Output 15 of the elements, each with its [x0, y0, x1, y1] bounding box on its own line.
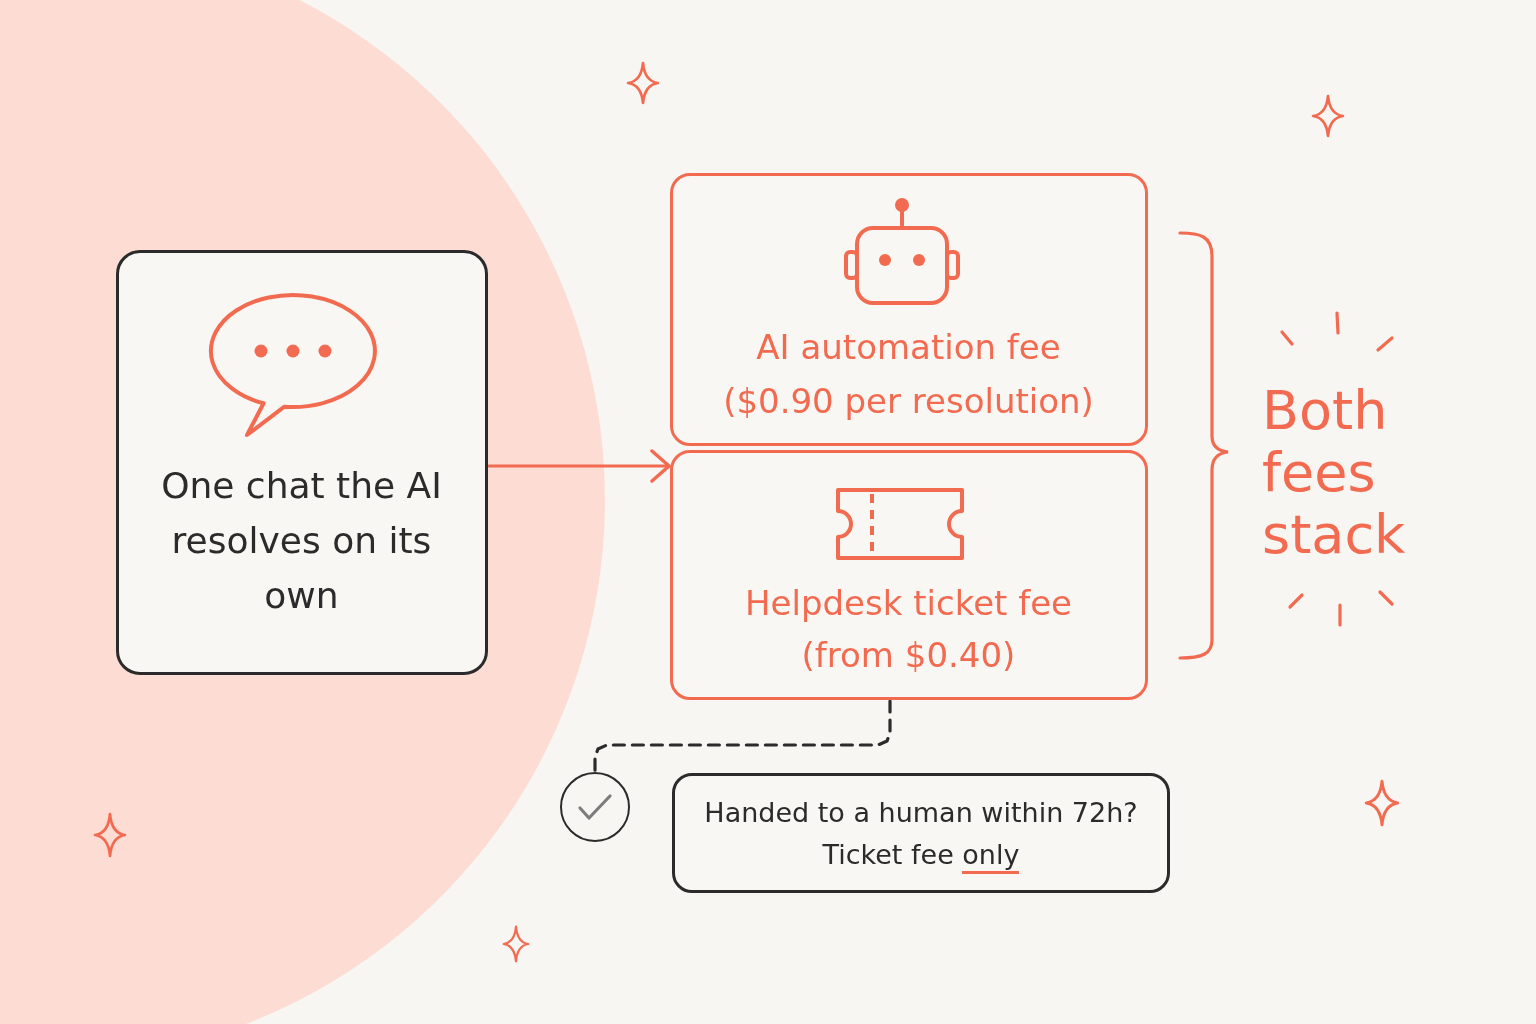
dashed-connector: [593, 699, 892, 774]
chat-card: [116, 250, 488, 675]
callout-text: Both fees stack: [1262, 380, 1407, 566]
fee-price: ($0.90 per resolution): [722, 380, 1095, 423]
question-text: Handed to a human within 72h?: [703, 796, 1139, 830]
fee-card: [670, 450, 1148, 700]
check-circle: [560, 772, 630, 842]
card-text: One chat the AI resolves on its own: [160, 464, 443, 618]
fee-price: (from $0.40): [800, 634, 1017, 677]
answer-text: Ticket fee only: [683, 835, 1159, 875]
note-box: [672, 773, 1170, 893]
fee-title: AI automation fee: [755, 326, 1062, 369]
fee-card: [670, 173, 1148, 446]
arrow: [487, 449, 671, 483]
fee-title: Helpdesk ticket fee: [743, 582, 1073, 625]
